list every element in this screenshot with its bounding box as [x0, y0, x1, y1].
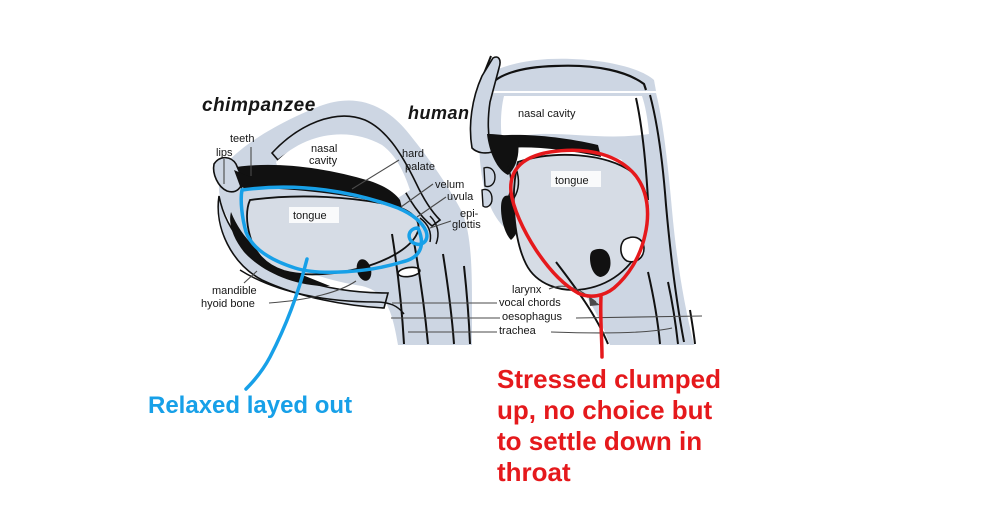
hard-palate-leader — [351, 159, 400, 190]
label-oesophagus: oesophagus — [502, 311, 562, 323]
human-skull-top-band — [477, 58, 656, 91]
chimp-epiglottis-folds — [419, 215, 439, 245]
label-epiglottis-line2: glottis — [452, 219, 481, 231]
uvula-leader — [416, 196, 447, 218]
human-neck-strokes — [555, 261, 696, 345]
red-loop-human-tongue — [509, 148, 650, 298]
label-lips: lips — [216, 147, 233, 159]
chimp-tongue-label-bg — [289, 207, 339, 223]
red-annotation-caption: Stressed clumped up, no choice but to se… — [497, 364, 721, 488]
diagram-labels: chimpanzee human teeth lips nasal cavity… — [201, 95, 601, 337]
chimpanzee-title: chimpanzee — [202, 95, 316, 116]
label-uvula: uvula — [447, 191, 474, 203]
chimp-upper-lip — [212, 156, 243, 193]
velum-leader — [400, 183, 434, 208]
label-nasal-cavity-human: nasal cavity — [518, 108, 576, 120]
label-vocal-chords: vocal chords — [499, 297, 561, 309]
label-velum: velum — [435, 179, 464, 191]
human-tongue-black-blob — [590, 248, 611, 277]
human-back-head-strokes — [635, 94, 685, 343]
trachea-leader-right — [550, 327, 673, 334]
blue-loop-chimp-tongue — [239, 185, 429, 275]
red-pointer-line — [598, 295, 604, 359]
human-front-teeth-black — [487, 134, 519, 175]
epiglottis-leader — [429, 220, 452, 229]
red-caption-line-1: Stressed clumped — [497, 364, 721, 394]
label-tongue-chimp: tongue — [293, 210, 327, 222]
chimp-neck-strokes — [391, 233, 471, 345]
label-hyoid-bone: hyoid bone — [201, 298, 255, 310]
human-nose-strip — [469, 56, 501, 154]
human-tongue-label-bg — [551, 171, 601, 187]
label-teeth: teeth — [230, 133, 254, 145]
mandible-leader — [243, 270, 258, 284]
hyoid-leader — [268, 280, 357, 304]
label-tongue-human: tongue — [555, 175, 589, 187]
red-caption-line-3: to settle down in — [497, 426, 703, 456]
label-nasal-cavity-chimp-line2: cavity — [309, 155, 338, 167]
label-hard-palate-line2: palate — [405, 161, 435, 173]
leader-lines — [223, 147, 703, 334]
label-hard-palate-line1: hard — [402, 148, 424, 160]
chimp-jaw-outline — [239, 269, 405, 315]
human-title: human — [408, 103, 470, 123]
label-trachea: trachea — [499, 325, 537, 337]
larynx-arrowhead — [589, 297, 600, 306]
red-caption-line-2: up, no choice but — [497, 395, 713, 425]
human-lips-bumps — [481, 166, 496, 208]
human-skull-top-arc — [488, 64, 648, 91]
blue-pointer-line — [244, 257, 309, 391]
oesophagus-leader-right — [575, 315, 703, 319]
label-mandible: mandible — [212, 285, 257, 297]
blue-annotation-caption: Relaxed layed out — [148, 392, 353, 419]
label-larynx: larynx — [512, 284, 542, 296]
larynx-leader-arrow-line — [548, 285, 597, 303]
chimp-lip-black-wedge — [234, 170, 250, 189]
label-nasal-cavity-chimp-line1: nasal — [311, 143, 337, 155]
human-tongue-shape — [512, 153, 649, 291]
human-nasal-cavity-area — [500, 96, 649, 140]
chimp-mandible-black — [230, 212, 330, 287]
red-caption-line-4: throat — [497, 457, 571, 487]
hand-annotations — [239, 148, 650, 391]
label-epiglottis-line1: epi- — [460, 208, 479, 220]
chimp-nasal-cavity-area — [276, 134, 410, 198]
